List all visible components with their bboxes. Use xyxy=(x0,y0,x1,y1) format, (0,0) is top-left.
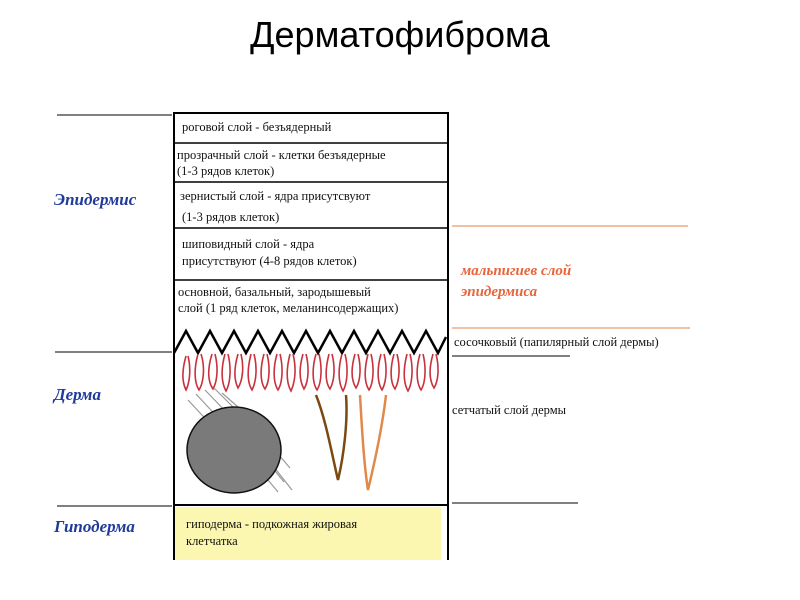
papilla xyxy=(247,353,257,392)
layer-label-granular-line2: (1-3 рядов клеток) xyxy=(182,210,280,224)
layer-label-horny: роговой слой - безъядерный xyxy=(182,120,332,134)
layer-label-hypodermis-line2: клетчатка xyxy=(186,534,238,548)
annotation-papillary: сосочковый (папилярный слой дермы) xyxy=(454,335,659,349)
annotation-malpighian-line2: эпидермиса xyxy=(461,284,538,300)
region-label-dermis: Дерма xyxy=(54,385,101,404)
papilla xyxy=(221,353,231,393)
annotation-malpighian-line1: мальпигиев слой xyxy=(461,263,572,279)
layer-label-hypodermis-line1: гиподерма - подкожная жировая xyxy=(186,517,358,531)
papilla xyxy=(182,355,191,392)
layer-label-basal-line1: основной, базальный, зародышевый xyxy=(178,285,371,299)
hair-follicle-dark xyxy=(314,394,348,481)
papilla xyxy=(416,353,426,392)
papilla xyxy=(273,353,283,392)
papilla xyxy=(286,353,296,393)
papilla xyxy=(338,353,348,393)
region-label-epidermis: Эпидермис xyxy=(54,190,137,209)
dermal-papillae xyxy=(182,353,439,393)
layer-label-clear-line1: прозрачный слой - клетки безъядерные xyxy=(177,148,386,162)
layer-label-basal-line2: слой (1 ряд клеток, меланинсодержащих) xyxy=(178,301,399,315)
layer-label-spinous-line1: шиповидный слой - ядра xyxy=(182,237,315,251)
papilla xyxy=(207,353,218,391)
papilla xyxy=(377,353,387,392)
layer-label-spinous-line2: присутствуют (4-8 рядов клеток) xyxy=(182,254,357,268)
dermatofibroma-nodule xyxy=(186,406,282,494)
annotation-reticular: сетчатый слой дермы xyxy=(452,403,567,417)
layer-label-clear-line2: (1-3 рядов клеток) xyxy=(177,164,275,178)
layer-label-granular-line1: зернистый слой - ядра присутсвуют xyxy=(180,189,371,203)
papilla xyxy=(312,353,322,392)
papilla xyxy=(325,353,335,391)
basement-membrane-zigzag xyxy=(172,328,448,356)
page-title: Дерматофиброма xyxy=(250,14,550,55)
hypodermis-fill xyxy=(175,507,441,560)
papilla xyxy=(351,353,361,390)
papilla xyxy=(429,353,439,390)
papilla xyxy=(390,353,400,391)
papilla xyxy=(260,353,270,391)
papilla xyxy=(403,353,413,393)
papilla xyxy=(299,353,309,391)
papilla xyxy=(364,353,374,392)
region-label-hypodermis: Гиподерма xyxy=(54,517,135,536)
papilla xyxy=(194,353,205,392)
hair-follicle-light xyxy=(358,394,388,491)
papilla xyxy=(234,353,244,390)
